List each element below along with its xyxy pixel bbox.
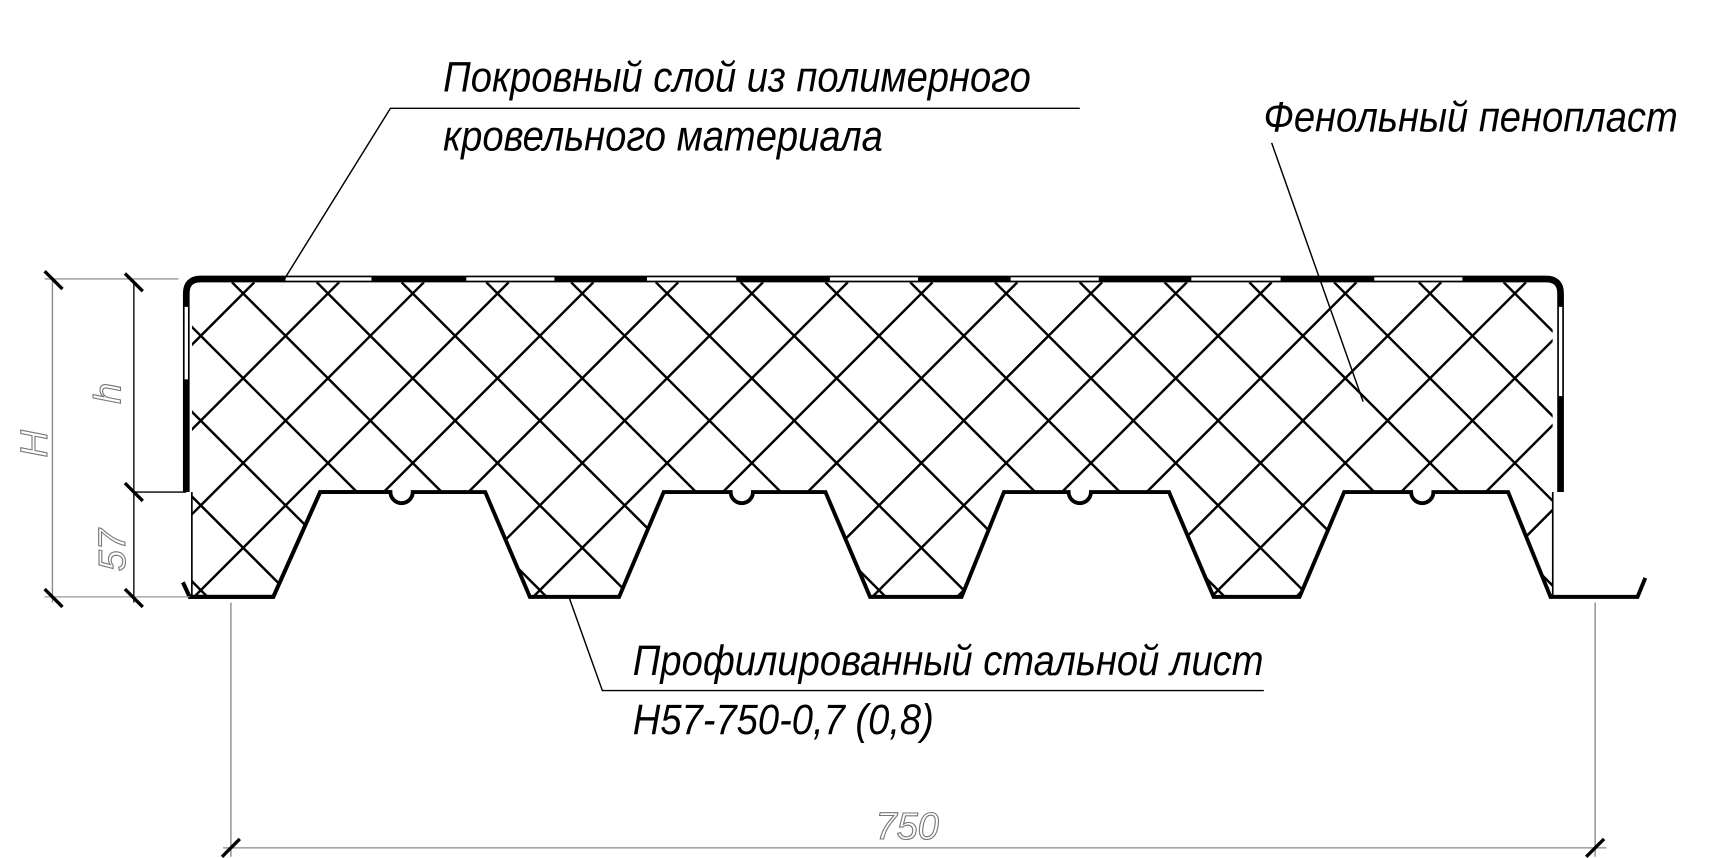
cover-label-line1: Покровный слой из полимерного — [443, 53, 1031, 101]
hatch-line — [315, 282, 764, 597]
cover-gap — [1010, 277, 1099, 281]
cover-layer — [182, 275, 1564, 493]
hatch-line — [1248, 282, 1553, 597]
cover-gap — [829, 277, 919, 281]
hatch-line — [0, 282, 170, 728]
dim-h-label: h — [87, 383, 129, 404]
leader-lines — [283, 107, 1364, 692]
dimension-lines — [44, 278, 1607, 857]
hatch-line — [191, 282, 256, 597]
hatch-line — [1078, 282, 1527, 597]
dim-H-label: H — [14, 429, 56, 457]
hatch-line — [1502, 282, 1553, 597]
hatch-line — [1333, 282, 1553, 597]
dimension-ticks — [43, 269, 1606, 858]
hatch-line — [191, 282, 425, 597]
hatch-line — [655, 282, 1103, 597]
hatch-line — [1333, 282, 1553, 597]
sheet-label-line1: Профилированный стальной лист — [633, 636, 1264, 684]
cover-gap — [285, 277, 372, 281]
cover-gap — [1191, 277, 1281, 281]
hatch-line — [191, 282, 340, 597]
cover-gap — [1558, 306, 1563, 397]
steel-profile-sheet — [181, 490, 1648, 599]
hatch-line — [191, 282, 510, 597]
dim-57-label: 57 — [92, 527, 134, 571]
cover-gap — [466, 277, 555, 281]
sheet-label-line2: Н57-750-0,7 (0,8) — [633, 695, 934, 743]
cover-gap — [646, 277, 737, 281]
hatch-line — [1418, 282, 1553, 597]
foam-label: Фенольный пенопласт — [1264, 93, 1678, 141]
hatch-line — [1673, 282, 1729, 728]
hatch-line — [1588, 282, 1729, 728]
hatch-line — [1418, 282, 1553, 597]
hatch-line — [191, 282, 340, 597]
hatch-line — [0, 282, 85, 728]
hatch-line — [0, 282, 170, 728]
cover-gap — [1374, 277, 1463, 281]
hatch-line — [994, 282, 1443, 597]
cover-gap — [184, 306, 188, 380]
hatch-line — [0, 282, 85, 728]
dim-750-label: 750 — [876, 806, 939, 848]
hatch-line — [739, 282, 1188, 597]
hatch-line — [191, 282, 256, 597]
cover-layer-pattern — [184, 277, 1563, 397]
hatch-line — [191, 282, 425, 597]
cover-label-line2: кровельного материала — [443, 112, 883, 160]
hatch-line — [400, 282, 849, 597]
hatch-line — [1502, 282, 1553, 597]
hatch-line — [1588, 282, 1729, 728]
hatch-line — [1673, 282, 1729, 728]
